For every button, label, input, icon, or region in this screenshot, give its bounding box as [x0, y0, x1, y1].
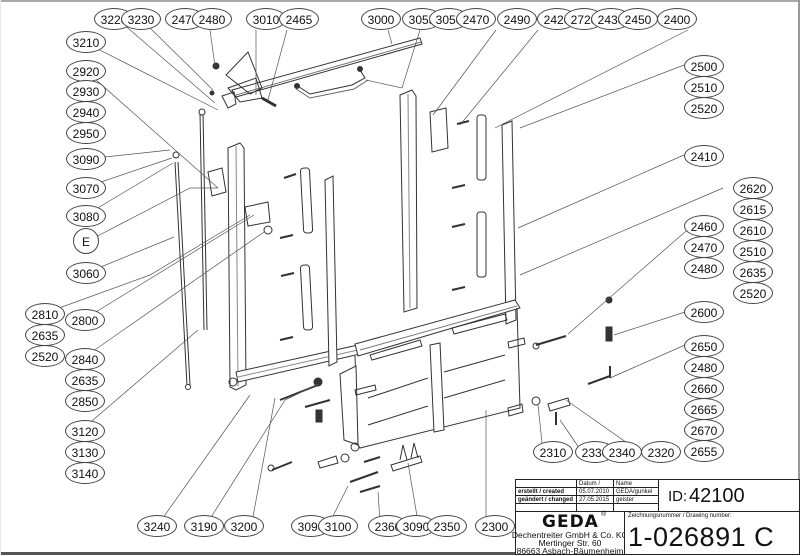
callout-balloon: 3140 [65, 462, 105, 484]
callout-balloon: 2340 [602, 441, 642, 463]
callout-balloon: 3210 [66, 31, 106, 53]
bolts-left [279, 173, 297, 341]
callout-balloon: 2720 [564, 8, 604, 30]
tb-street: Mertinger Str. 60 [538, 538, 602, 548]
callout-balloon: 2810 [25, 303, 65, 325]
title-block: Datum / Date Name erstellt / created 05.… [512, 479, 800, 556]
callout-balloon: 3230 [121, 8, 161, 30]
callout-balloon: 3240 [137, 515, 177, 537]
callout-balloon: 2480 [684, 356, 724, 378]
callout-balloon: 2480 [192, 8, 232, 30]
carriage-upright-part [324, 175, 338, 367]
tb-drawing-number: 1-026891 C [628, 522, 775, 552]
callout-balloon: 2940 [66, 101, 106, 123]
callout-balloon: 2310 [533, 441, 573, 463]
guide-plate-part [299, 167, 314, 331]
callout-balloon: 3190 [184, 515, 224, 537]
callout-balloon: 2520 [25, 345, 65, 367]
tb-id-value: 42100 [689, 485, 745, 507]
callout-balloon: 3000 [361, 8, 401, 30]
callout-balloon: 2410 [684, 145, 724, 167]
callout-balloon: 2460 [684, 215, 724, 237]
upright-2410-part [399, 89, 517, 325]
bolts-right [451, 120, 470, 291]
callout-balloon: 2650 [684, 335, 724, 357]
callout-balloon: 2850 [65, 390, 105, 412]
tb-id-cell [658, 479, 800, 512]
small-parts-right [531, 296, 613, 425]
callout-balloon: 2620 [733, 177, 773, 199]
tb-drawing-number-label: Zeichnungsnummer / Drawing number: [628, 513, 732, 519]
long-rod-part [172, 151, 191, 390]
left-upright-part [207, 142, 273, 391]
callout-balloon: 3070 [66, 177, 106, 199]
frame-border-left [0, 0, 1, 555]
frame-border-top [0, 0, 800, 2]
callout-balloon: 2635 [733, 261, 773, 283]
callout-balloon: 2470 [456, 8, 496, 30]
hose-part [294, 66, 369, 99]
rod-2920-part-edge [202, 111, 208, 331]
callout-balloon: 2490 [497, 8, 537, 30]
callout-balloon: 2450 [618, 8, 658, 30]
tb-city: 86663 Asbach-Bäumenheim [516, 546, 624, 556]
tb-drawing-number-cell [624, 511, 800, 555]
callout-balloon: 2600 [684, 301, 724, 323]
callout-balloon: 2400 [657, 8, 697, 30]
callout-balloon: 3090 [66, 148, 106, 170]
callout-balloon: 2300 [475, 515, 515, 537]
callout-balloon: 2635 [65, 369, 105, 391]
callout-balloon: 2520 [684, 97, 724, 119]
callout-balloon: 2840 [65, 348, 105, 370]
callout-balloon: 2465 [279, 8, 319, 30]
callout-balloon: 2930 [66, 80, 106, 102]
callout-balloon: 2510 [684, 76, 724, 98]
callout-balloon: E [73, 228, 99, 254]
callout-balloon: 3080 [66, 205, 106, 227]
callout-balloon: 2920 [66, 60, 106, 82]
callout-balloon: 3200 [224, 515, 264, 537]
callout-balloon: 2670 [684, 419, 724, 441]
callout-balloon: 2665 [684, 398, 724, 420]
callout-balloon: 3060 [66, 262, 106, 284]
callout-balloon: 2470 [684, 236, 724, 258]
callout-balloon: 2500 [684, 55, 724, 77]
callout-balloon: 3130 [65, 441, 105, 463]
geda-logo: GEDA [542, 512, 599, 532]
rod-cap [198, 108, 206, 116]
frame-border-right [798, 0, 800, 555]
tb-company-name: Dechentreiter GmbH & Co. KG [511, 530, 629, 540]
callout-balloon: 3090 [396, 515, 436, 537]
callout-balloon: 2520 [733, 282, 773, 304]
callout-balloon: 2660 [684, 377, 724, 399]
callout-balloon: 3120 [65, 420, 105, 442]
callout-balloon: 2615 [733, 198, 773, 220]
callout-balloon: 2635 [25, 324, 65, 346]
callout-balloon: 2350 [427, 515, 467, 537]
callout-balloon: 2655 [684, 440, 724, 462]
registered-mark: ® [601, 511, 607, 518]
small-parts-bottom [267, 377, 423, 493]
callout-balloon: 2800 [65, 309, 105, 331]
callout-balloon: 3010 [246, 8, 286, 30]
callout-balloon: 3100 [318, 515, 358, 537]
top-rail-part [209, 37, 423, 109]
callout-balloon: 2510 [733, 240, 773, 262]
callout-balloon: 2320 [641, 441, 681, 463]
rod-2920-part [199, 111, 205, 331]
front-carriage-part [339, 299, 526, 452]
frame-border-bottom [0, 552, 800, 555]
callout-balloon: 2610 [733, 219, 773, 241]
tb-id-label: ID: [668, 488, 688, 505]
callout-balloon: 2480 [684, 257, 724, 279]
callout-balloon: 2950 [66, 122, 106, 144]
